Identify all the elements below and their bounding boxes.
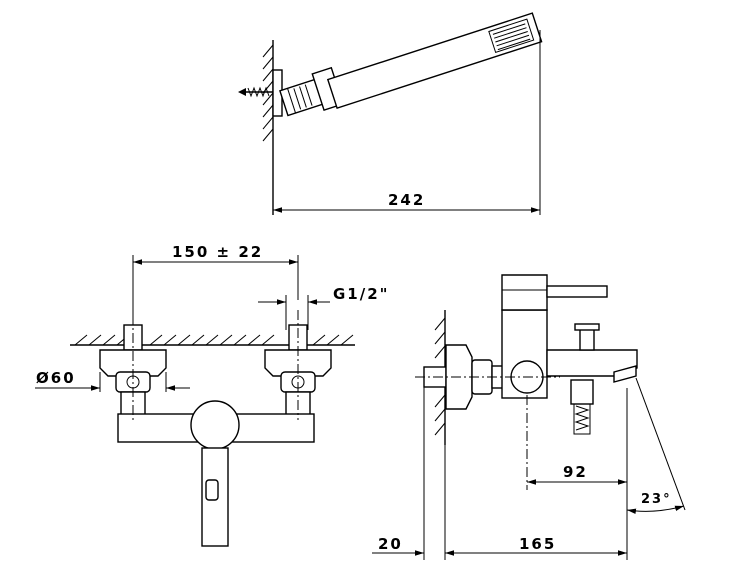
thread-label: G1/2"	[333, 285, 389, 303]
wall-hatch-top	[262, 44, 274, 142]
cartridge	[190, 400, 240, 450]
wall-hatch-front	[74, 334, 354, 346]
angle-line	[635, 377, 686, 511]
dim-20-label: 20	[378, 535, 403, 553]
dim-165-label: 165	[519, 535, 556, 553]
shower-connector	[570, 379, 594, 405]
dim-150-label: 150 ± 22	[172, 243, 263, 261]
escutcheon-left	[99, 349, 167, 377]
angle-arc	[626, 505, 685, 514]
mixer-front-view: 150 ± 22 G1/2"	[35, 243, 389, 547]
mixer-side-view: 92 23° 20 165	[372, 274, 686, 560]
screw-icon	[238, 86, 273, 98]
escutcheon-right	[264, 349, 332, 377]
angle-label: 23°	[641, 492, 672, 507]
dim-242-label: 242	[388, 191, 425, 209]
handshower-body	[326, 12, 543, 110]
dim-92-label: 92	[563, 463, 588, 481]
wall-hatch-side	[434, 317, 446, 436]
lever	[546, 285, 608, 298]
handshower-view: 242	[238, 12, 543, 215]
diameter-label: Ø60	[36, 369, 76, 387]
diverter	[579, 327, 595, 351]
outlet	[613, 365, 637, 383]
cartridge-cap	[501, 274, 548, 311]
